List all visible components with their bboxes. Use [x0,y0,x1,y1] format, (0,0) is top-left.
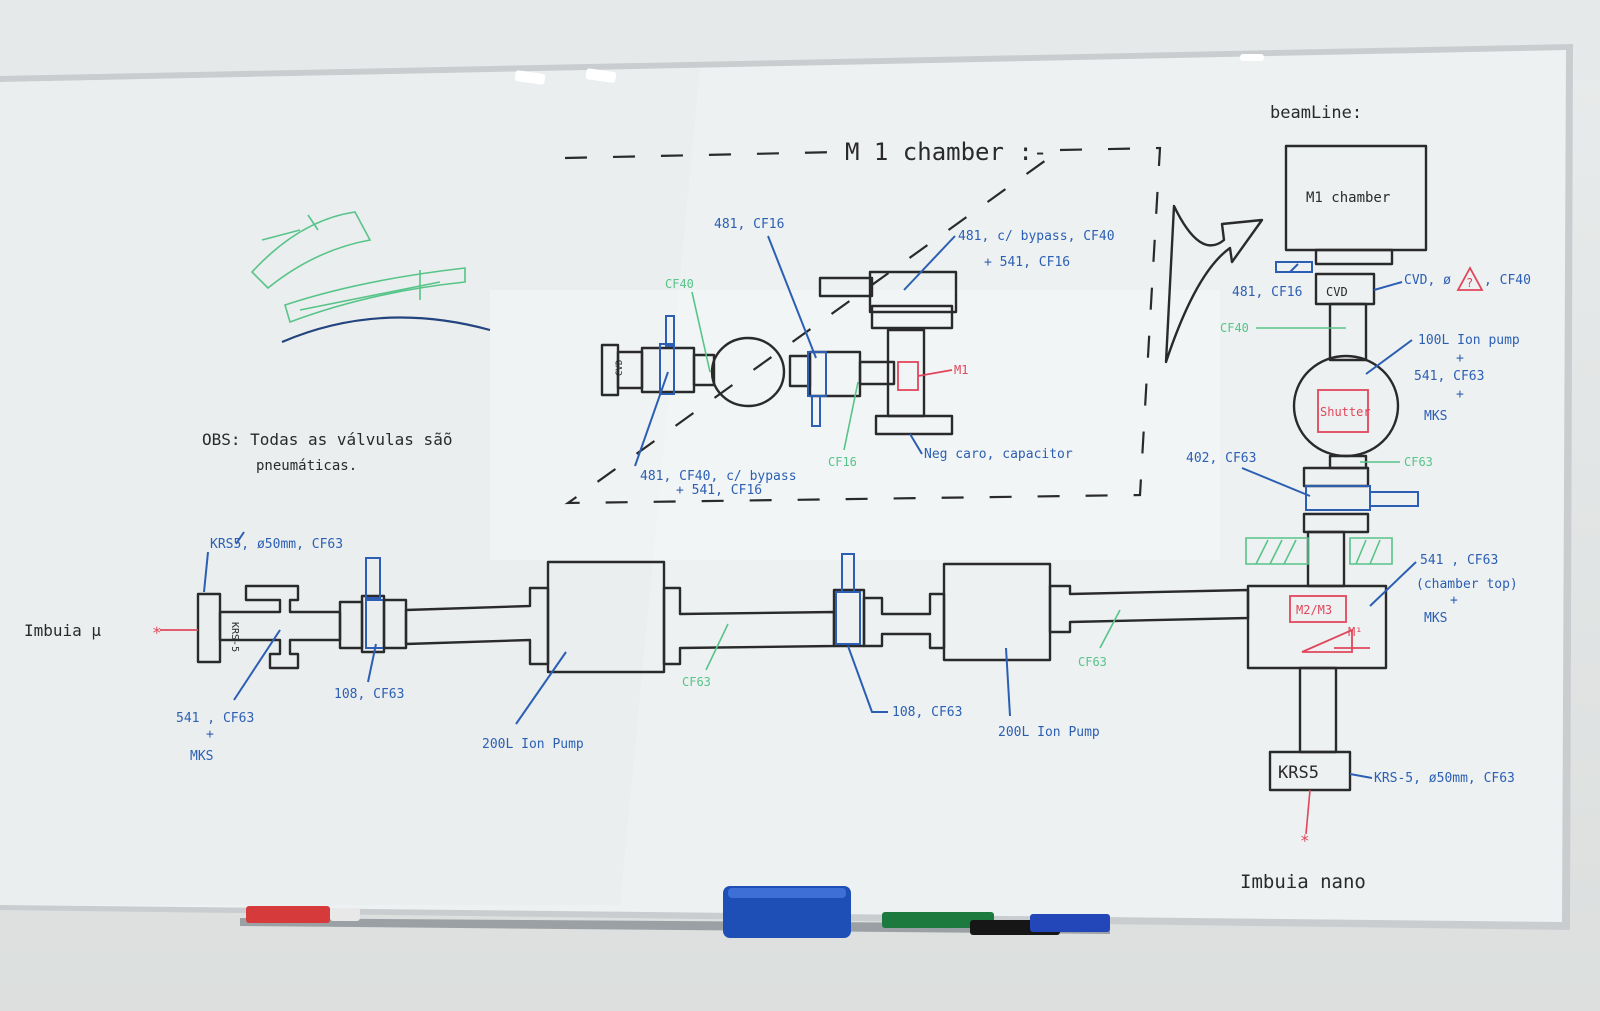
pump2-label: 200L Ion Pump [998,725,1100,740]
shutter-label: Shutter [1320,405,1371,419]
m1-chamber-box-label: M1 chamber [1306,190,1390,206]
bottom-beamline [196,553,1250,674]
beamline-hatching [1245,537,1393,565]
inset-481-bypass-label: 481, c/ bypass, CF40 [958,229,1115,244]
valve541-line1: 541 , CF63 [176,711,254,726]
beamline-cf40-label: CF40 [1220,321,1249,335]
svg-text:?: ? [1466,276,1473,290]
bottom-port-marker: * [1300,831,1310,850]
cvd-note-label: CVD, ø [1404,273,1451,288]
eraser[interactable] [723,886,851,938]
chamber-top-line1: 541 , CF63 [1420,553,1498,568]
m1-secondary-label: M¹ [1348,625,1362,639]
inset-481-cf16-label: 481, CF16 [714,217,784,232]
inset-481-cf40-label-2: + 541, CF16 [676,483,762,498]
green-sketch [250,211,491,344]
inset-neg-label: Neg caro, capacitor [924,447,1073,462]
krs5-box-label: KRS5 [1278,763,1319,783]
marker-tray [240,918,1110,934]
obs-note-line1: OBS: Todas as válvulas sãõ [202,430,452,449]
inset-m1-label: M1 [954,363,968,377]
beamline-diagram [1246,144,1428,792]
m1-chamber-box [564,146,1162,505]
arrow-to-beamline [1164,204,1264,364]
cvd-box-label: CVD [1326,285,1348,299]
inset-cf40-label: CF40 [665,277,694,291]
krs5-vertical-label: KRS-5 [229,622,240,652]
cvd-cf40-suffix: , CF40 [1484,273,1531,288]
pump100-line5: MKS [1424,409,1447,424]
krs5-top-label: KRS5, ø50mm, CF63 [210,537,343,552]
obs-note-line2: pneumáticas. [256,458,357,474]
valve108b-label: 108, CF63 [892,705,962,720]
chamber-top-line4: MKS [1424,611,1447,626]
pump100-line3: 541, CF63 [1414,369,1484,384]
imbuia-nano-label: Imbuia nano [1240,871,1366,893]
cf63a-label: CF63 [682,675,711,689]
m2m3-label: M2/M3 [1296,603,1332,617]
red-marker[interactable] [246,906,360,923]
left-port-label: Imbuia μ [24,621,101,640]
inset-diagram [600,270,958,436]
pump1-label: 200L Ion Pump [482,737,584,752]
light-reflection [514,54,1264,85]
warning-icon: ? [1456,266,1484,291]
valve108a-label: 108, CF63 [334,687,404,702]
krs5-note-label: KRS-5, ø50mm, CF63 [1374,771,1515,786]
chamber-top-line2: (chamber top) [1416,577,1518,592]
beamline-cf63-label: CF63 [1404,455,1433,469]
valve541-line2: + [206,727,214,742]
left-port-marker: * [152,623,162,642]
cf63b-label: CF63 [1078,655,1107,669]
pump100-line4: + [1456,387,1464,402]
m1-chamber-title: M 1 chamber :- [845,138,1047,166]
beamline-481-label: 481, CF16 [1232,285,1302,300]
beamline-title: beamLine: [1270,103,1362,123]
green-marker[interactable] [882,912,994,928]
blue-marker[interactable] [1030,914,1110,932]
pump100-line1: 100L Ion pump [1418,333,1520,348]
inset-541-cf16-label: + 541, CF16 [984,255,1070,270]
whiteboard [0,44,1573,930]
inset-cvd-label: CVD [615,360,625,376]
pump100-line2: + [1456,351,1464,366]
valve541-line3: MKS [190,749,213,764]
inset-cf16-label: CF16 [828,455,857,469]
inset-481-cf40-label-1: 481, CF40, c/ bypass [640,469,797,484]
valve402-label: 402, CF63 [1186,451,1256,466]
chamber-top-line3: + [1450,593,1458,608]
